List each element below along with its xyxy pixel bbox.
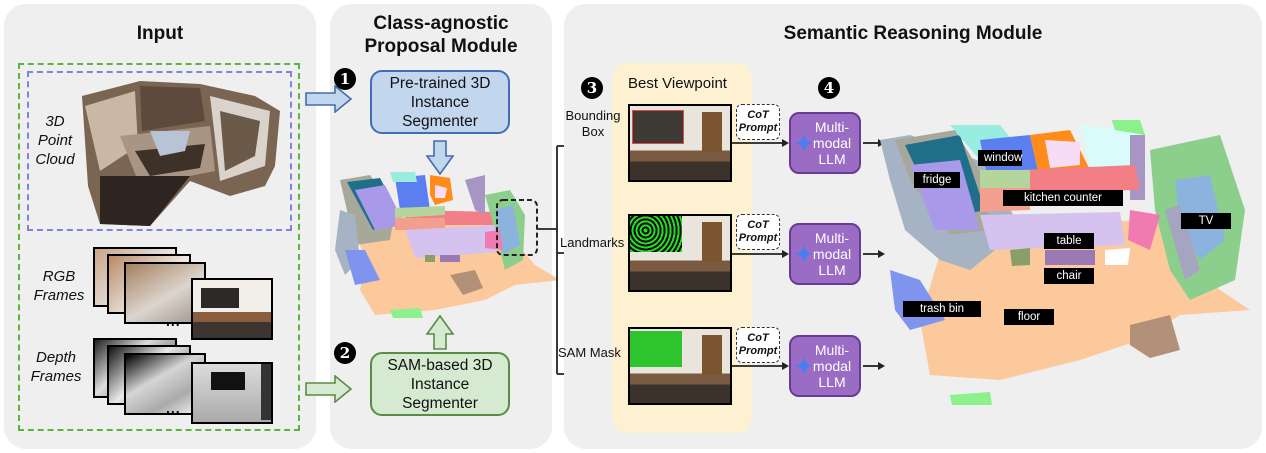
arrow-up-to-proposals <box>425 314 455 350</box>
depth-frame-current <box>191 362 273 424</box>
semantic-scene <box>880 120 1250 405</box>
sparkle-icon <box>795 133 813 153</box>
viewpoint-frame-bounding-box <box>628 104 732 182</box>
point-cloud-dashed-box <box>27 71 292 231</box>
label-tv: TV <box>1181 213 1231 229</box>
sam-segmenter-box: SAM-based 3D Instance Segmenter <box>370 352 510 416</box>
tv-in-frame <box>201 288 239 308</box>
arrow-down-to-proposals <box>425 140 455 176</box>
input-group-dashed-box <box>18 63 300 431</box>
landmark-points <box>630 216 682 252</box>
step-2-badge: 2 <box>334 342 356 364</box>
depth-ellipsis: ... <box>166 400 181 416</box>
door-region <box>702 335 722 375</box>
arrow-to-pretrained <box>305 85 353 113</box>
input-panel-title: Input <box>136 23 184 44</box>
branch-label-landmarks: Landmarks <box>560 235 625 250</box>
label-floor: floor <box>1004 309 1054 325</box>
cot-prompt-2: CoT Prompt <box>736 214 780 250</box>
label-chair: chair <box>1044 268 1094 284</box>
rgb-frames-label: RGB Frames <box>33 268 85 304</box>
pretrained-segmenter-box: Pre-trained 3D Instance Segmenter <box>370 70 510 134</box>
label-table: table <box>1044 233 1094 249</box>
door-region <box>702 112 722 152</box>
branch-label-bounding-box: Bounding Box <box>565 108 621 139</box>
rgb-frame-current <box>191 278 273 340</box>
reasoning-panel-title: Semantic Reasoning Module <box>783 23 1043 44</box>
sam-mask-region <box>630 331 682 367</box>
branch-label-sam-mask: SAM Mask <box>558 345 621 360</box>
cot-prompt-1: CoT Prompt <box>736 104 780 140</box>
viewpoint-frame-sam-mask <box>628 327 732 405</box>
proposal-panel-title: Class-agnostic Proposal Module <box>364 13 518 57</box>
cot-prompt-3: CoT Prompt <box>736 327 780 363</box>
sparkle-icon <box>795 356 813 376</box>
point-cloud-image <box>82 81 280 226</box>
door-region <box>702 222 722 262</box>
label-fridge: fridge <box>914 172 960 188</box>
sparkle-icon <box>795 244 813 264</box>
depth-edge-region <box>261 364 271 420</box>
label-window: window <box>978 150 1022 166</box>
rgb-ellipsis: ... <box>166 313 181 329</box>
step-3-badge: 3 <box>581 77 603 99</box>
class-agnostic-proposals-scene <box>335 172 557 318</box>
step-4-badge: 4 <box>818 77 840 99</box>
depth-frames-label: Depth Frames <box>30 349 82 385</box>
step-1-badge: 1 <box>334 68 356 90</box>
tv-bounding-box <box>632 110 684 144</box>
depth-tv-region <box>211 372 245 390</box>
viewpoint-frame-landmarks <box>628 214 732 292</box>
label-trash-bin: trash bin <box>903 301 981 317</box>
arrow-to-sam <box>305 375 353 403</box>
label-kitchen-counter: kitchen counter <box>1003 190 1123 206</box>
point-cloud-label: 3D Point Cloud <box>35 113 75 168</box>
best-viewpoint-label: Best Viewpoint <box>628 75 727 92</box>
